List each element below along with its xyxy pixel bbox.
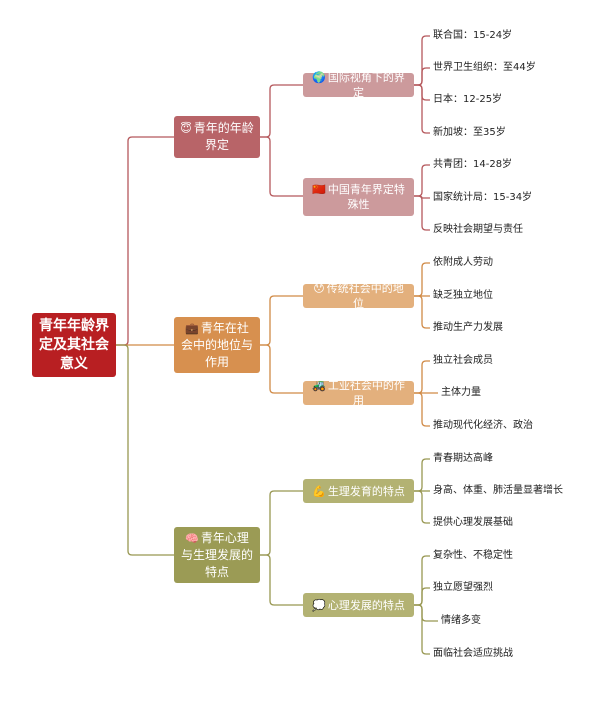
leaf-item: 推动现代化经济、政治 [433,420,533,431]
leaf-item: 依附成人劳动 [433,257,493,268]
leaf-item: 面临社会适应挑战 [433,648,513,659]
sub-label: 心理发展的特点 [327,598,405,612]
surprised-face-icon: 😯 [313,282,325,295]
thought-bubble-icon: 💭 [312,598,326,612]
leaf-item: 情绪多变 [441,615,481,626]
sub-label: 国际视角下的界定 [327,71,405,99]
root-node[interactable]: 青年年龄界定及其社会意义 [32,313,116,377]
branch-age-definition[interactable]: 😇青年的年龄界定 [174,116,260,158]
link-root-branch3 [116,344,174,556]
sub-label: 生理发育的特点 [327,484,405,498]
root-label: 青年年龄界定及其社会意义 [39,317,109,372]
leaf-item: 新加坡：至35岁 [433,127,506,138]
leaf-item: 独立愿望强烈 [433,582,493,593]
leaf-item: 推动生产力发展 [433,322,503,333]
brain-icon: 🧠 [185,531,199,545]
tractor-icon: 🚜 [312,379,326,392]
leaf-item: 青春期达高峰 [433,453,493,464]
sub-international-view[interactable]: 🌍国际视角下的界定 [303,71,414,99]
briefcase-icon: 💼 [185,321,199,335]
leaf-item: 主体力量 [441,387,481,398]
sub-physical-development[interactable]: 💪生理发育的特点 [303,479,414,503]
leaf-item: 复杂性、不稳定性 [433,550,513,561]
link-branch1-sub1 [260,84,303,138]
sub-industrial-society[interactable]: 🚜工业社会中的作用 [303,379,414,407]
angel-face-icon: 😇 [180,122,192,135]
branch-label: 青年心理与生理发展的特点 [180,530,253,579]
leaf-item: 联合国：15-24岁 [433,30,513,41]
link-branch1-sub2 [260,136,303,197]
china-flag-icon: 🇨🇳 [312,183,326,196]
branch-development[interactable]: 🧠青年心理与生理发展的特点 [174,527,260,583]
link-root-branch1 [116,136,174,346]
branch-label: 青年在社会中的地位与作用 [180,320,253,369]
leaf-item: 日本：12-25岁 [433,94,503,105]
leaf-item: 身高、体重、肺活量显著增长 [433,485,563,496]
sub-china-special[interactable]: 🇨🇳中国青年界定特殊性 [303,178,414,216]
leaf-item: 独立社会成员 [433,355,493,366]
leaf-item: 反映社会期望与责任 [433,224,523,235]
leaf-item: 提供心理发展基础 [433,517,513,528]
flexed-biceps-icon: 💪 [312,484,326,498]
globe-icon: 🌍 [312,71,326,84]
leaf-item: 世界卫生组织：至44岁 [433,62,536,73]
branch-social-role[interactable]: 💼青年在社会中的地位与作用 [174,317,260,373]
leaf-item: 缺乏独立地位 [433,290,493,301]
sub-label: 中国青年界定特殊性 [327,183,405,211]
sub-label: 工业社会中的作用 [327,379,405,407]
leaf-item: 国家统计局：15-34岁 [433,192,533,203]
sub-traditional-society[interactable]: 😯传统社会中的地位 [303,282,414,310]
leaf-item: 共青团：14-28岁 [433,159,513,170]
sub-label: 传统社会中的地位 [326,282,404,310]
branch-label: 青年的年龄界定 [193,121,254,152]
sub-psychological-development[interactable]: 💭心理发展的特点 [303,593,414,617]
